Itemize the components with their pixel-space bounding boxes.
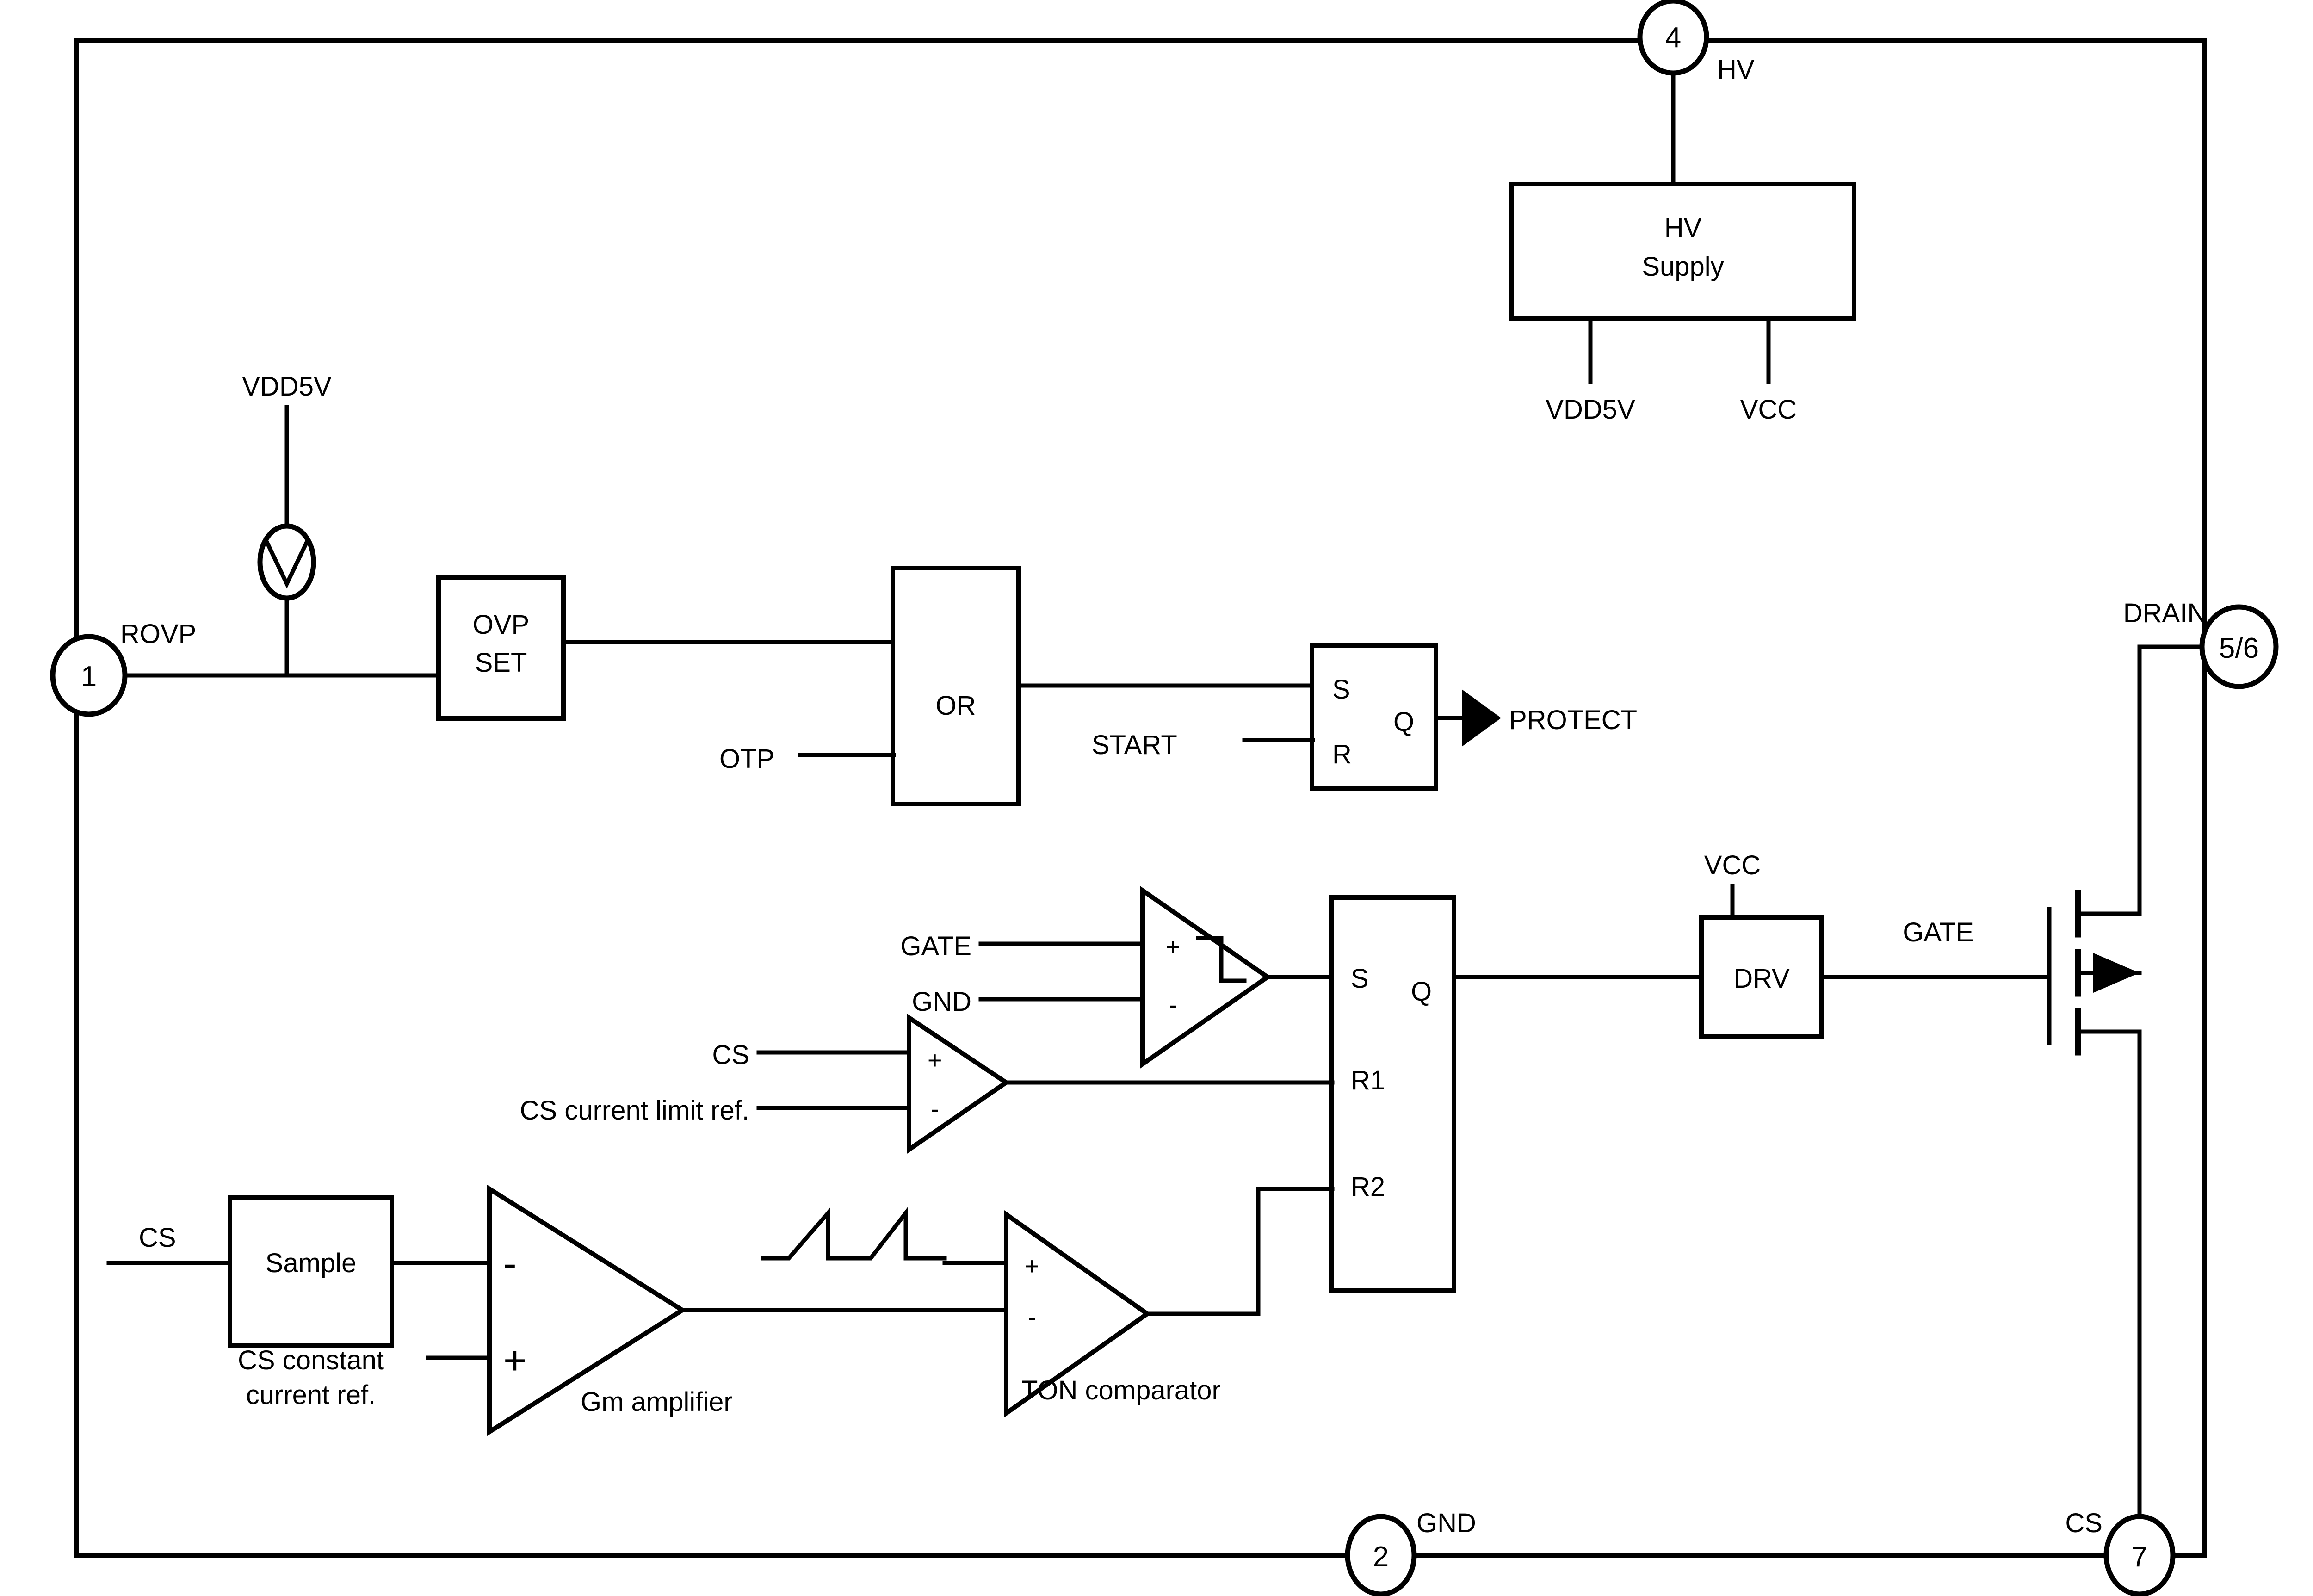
n-channel-mosfet-icon [2047, 644, 2142, 1522]
pin-5-6-drain-group: DRAIN 5/6 [2123, 38, 2279, 689]
or-gate-label: OR [936, 691, 976, 721]
otp-label: OTP [719, 744, 774, 774]
cs-pin-label: CS [2065, 1508, 2103, 1538]
vdd5v-top-label: VDD5V [242, 371, 332, 402]
cs-constant-ref-label-line1: CS constant [238, 1345, 384, 1375]
pin-1-rovp-group: 1 ROVP [50, 619, 442, 717]
ovp-set-label-line2: SET [475, 648, 527, 678]
sawtooth-ramp-icon [761, 1206, 1008, 1265]
otp-input-group: OTP [719, 744, 896, 774]
pin-7-circle[interactable] [2103, 1514, 2176, 1596]
cs-limit-comparator[interactable]: CS CS current limit ref. + - [520, 1013, 1335, 1154]
protect-latch-s-label: S [1332, 674, 1350, 705]
cs-constant-ref-label-line2: current ref. [246, 1380, 376, 1410]
hv-supply-vdd5v-label: VDD5V [1546, 395, 1635, 425]
gate-comparator-minus-sign: - [1169, 991, 1177, 1019]
hv-supply-label-line2: Supply [1642, 252, 1724, 282]
hv-supply-vcc-label: VCC [1740, 395, 1797, 425]
pin-2-number: 2 [1373, 1541, 1389, 1573]
pin-5-6-number: 5/6 [2219, 632, 2259, 664]
pin-7-cs-group: 7 CS [2065, 1508, 2176, 1596]
protect-output-group: PROTECT [1434, 689, 1637, 747]
arrow-right-icon [1462, 689, 1501, 747]
drv-label: DRV [1733, 964, 1790, 994]
gate-comparator[interactable]: GATE GND + - [900, 886, 1335, 1069]
vcc-drv-label: VCC [1704, 850, 1761, 880]
or-gate-block[interactable]: OR [561, 566, 1021, 806]
start-label: START [1092, 730, 1177, 760]
main-latch-s-label: S [1351, 964, 1369, 994]
cs-limit-minus-sign: - [931, 1095, 939, 1123]
pin-4-circle[interactable] [1637, 0, 1709, 76]
hv-supply-label-line1: HV [1664, 213, 1702, 243]
ton-comparator-minus-sign: - [1028, 1303, 1036, 1331]
gate-comparator-gate-label: GATE [900, 931, 971, 961]
ton-comparator-plus-sign: + [1025, 1252, 1039, 1280]
pin-1-circle[interactable] [50, 634, 128, 717]
gate-output-label: GATE [1903, 917, 1974, 947]
protect-label: PROTECT [1509, 705, 1637, 735]
ton-comparator-label: TON comparator [1021, 1375, 1221, 1405]
gnd-pin-label: GND [1416, 1508, 1476, 1538]
gm-amplifier-plus-sign: + [503, 1338, 526, 1383]
ovp-set-label-line1: OVP [473, 610, 530, 640]
pin-4-hv-group: 4 HV [1637, 0, 1755, 187]
ton-comparator[interactable]: + - TON comparator [1004, 1187, 1335, 1418]
start-input-group: START [1092, 730, 1315, 760]
gm-amplifier-minus-sign: - [503, 1241, 517, 1286]
rovp-label: ROVP [120, 619, 196, 649]
cs-limit-cs-label: CS [712, 1040, 749, 1070]
gate-output-group: GATE [1819, 917, 2052, 979]
sample-label: Sample [266, 1248, 357, 1278]
main-latch-r2-label: R2 [1351, 1172, 1385, 1202]
pin-5-6-circle[interactable] [2199, 604, 2279, 689]
drv-block[interactable]: VCC DRV [1452, 850, 1824, 1039]
hv-supply-outputs: VDD5V VCC [1546, 316, 1797, 425]
cs-limit-plus-sign: + [928, 1046, 942, 1074]
pin-2-circle[interactable] [1345, 1514, 1417, 1596]
drain-label: DRAIN [2123, 598, 2207, 628]
protect-latch-block[interactable]: S R Q [1016, 643, 1438, 791]
gm-amplifier-label: Gm amplifier [581, 1387, 733, 1417]
cs-sample-label: CS [139, 1223, 176, 1253]
current-source-icon [257, 523, 316, 601]
pin-7-number: 7 [2132, 1541, 2147, 1573]
pin-4-number: 4 [1665, 22, 1681, 54]
protect-latch-q-label: Q [1393, 707, 1414, 737]
gm-amplifier[interactable]: CS constant current ref. - + Gm amplifie… [238, 1184, 1008, 1436]
main-latch-r1-label: R1 [1351, 1065, 1385, 1095]
pin-2-gnd-group: 2 GND [1345, 1508, 1476, 1596]
cs-limit-ref-label: CS current limit ref. [520, 1095, 749, 1126]
ovp-set-block[interactable]: OVP SET [436, 575, 566, 721]
hv-supply-block[interactable]: HV Supply [1509, 182, 1856, 321]
hysteresis-icon [1196, 936, 1247, 983]
main-latch-q-label: Q [1411, 977, 1432, 1007]
gate-comparator-plus-sign: + [1166, 933, 1181, 961]
protect-latch-r-label: R [1332, 739, 1352, 769]
pin-1-number: 1 [81, 661, 97, 693]
ic-boundary [74, 38, 2207, 1558]
gate-comparator-gnd-label: GND [912, 987, 971, 1017]
sample-block[interactable]: CS Sample [106, 1195, 492, 1348]
main-latch-block[interactable]: S R1 R2 Q [1329, 895, 1456, 1293]
vdd5v-current-source-group: VDD5V [242, 371, 332, 678]
hv-label: HV [1717, 55, 1755, 85]
